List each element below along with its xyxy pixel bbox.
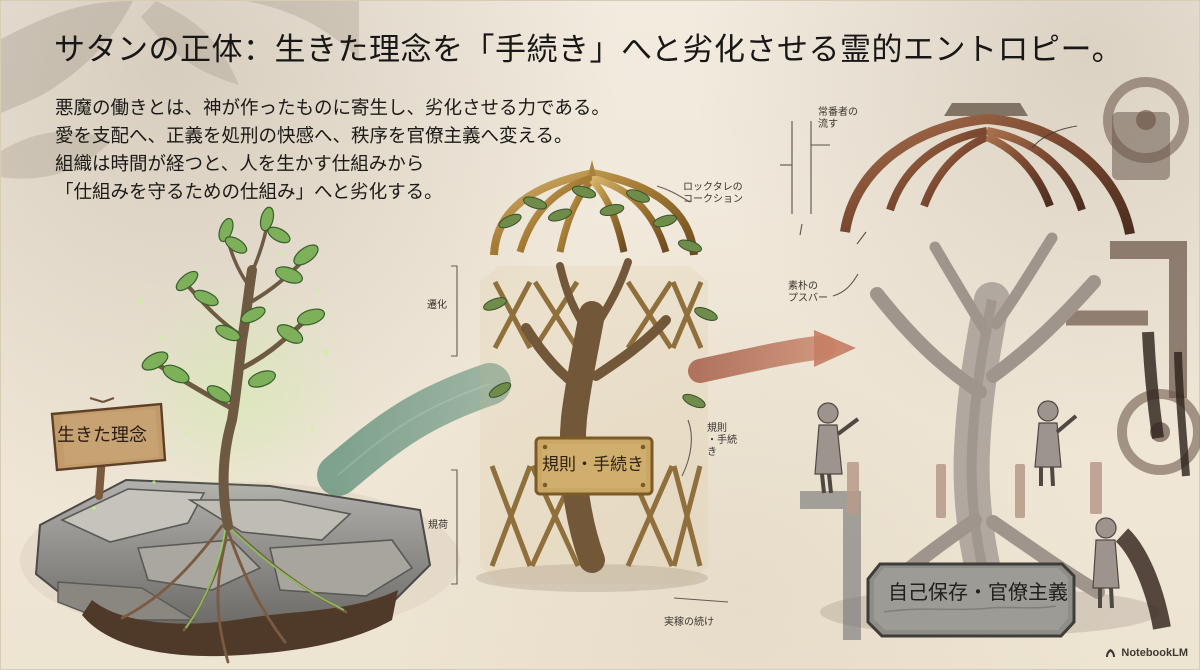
- notebook-lm-icon: [1106, 649, 1116, 657]
- text-line-2: 愛を支配へ、正義を処刑の快感へ、秩序を官僚主義へ変える。: [55, 126, 573, 147]
- living-idea-label: 生きた理念: [57, 425, 147, 446]
- text-line-1: 悪魔の働きとは、神が作ったものに寄生し、劣化させる力である。: [55, 98, 610, 119]
- worker-figures: [814, 400, 1120, 609]
- transition-arrow-rust: [688, 330, 856, 383]
- self-preservation-bureaucracy-label: 自己保存・官僚主義: [888, 580, 1068, 604]
- cage-bottom-note: 実稼の続け: [664, 617, 714, 628]
- brass-plaque: [534, 436, 654, 496]
- living-idea-illustration: [20, 206, 460, 664]
- text-line-3: 組織は時間が経つと、人を生かす仕組みから: [55, 154, 425, 175]
- cage-side-upper-note: 遷化: [427, 300, 447, 311]
- living-idea-sign: [50, 397, 167, 500]
- cage-note-top: ロックタレの コークション: [683, 182, 743, 205]
- cage-side-lower-note: 規荷: [428, 520, 448, 531]
- page-title: サタンの正体：生きた理念を「手続き」へと劣化させる霊的エントロピー。: [54, 32, 1124, 68]
- text-line-4: 「仕組みを守るための仕組み」へと劣化する。: [55, 182, 443, 203]
- rusted-cage-illustration: [780, 77, 1200, 640]
- brand-logo: NotebookLM: [1105, 646, 1188, 660]
- transition-arrow-green: [317, 363, 511, 496]
- brand-name: NotebookLM: [1121, 647, 1188, 659]
- brass-cage-illustration: [451, 160, 729, 603]
- rust-left-note: 素朴の プスバー: [788, 281, 828, 304]
- bureaucracy-stone-plaque: [866, 562, 1076, 638]
- rust-top-note: 常番者の 流す: [818, 107, 858, 130]
- rules-procedures-label: 規則・手続き: [542, 455, 644, 475]
- cage-right-note: 規則 ・手続 き: [707, 423, 737, 458]
- main-text-block: 悪魔の働きとは、神が作ったものに寄生し、劣化させる力である。 愛を支配へ、正義を…: [55, 95, 675, 207]
